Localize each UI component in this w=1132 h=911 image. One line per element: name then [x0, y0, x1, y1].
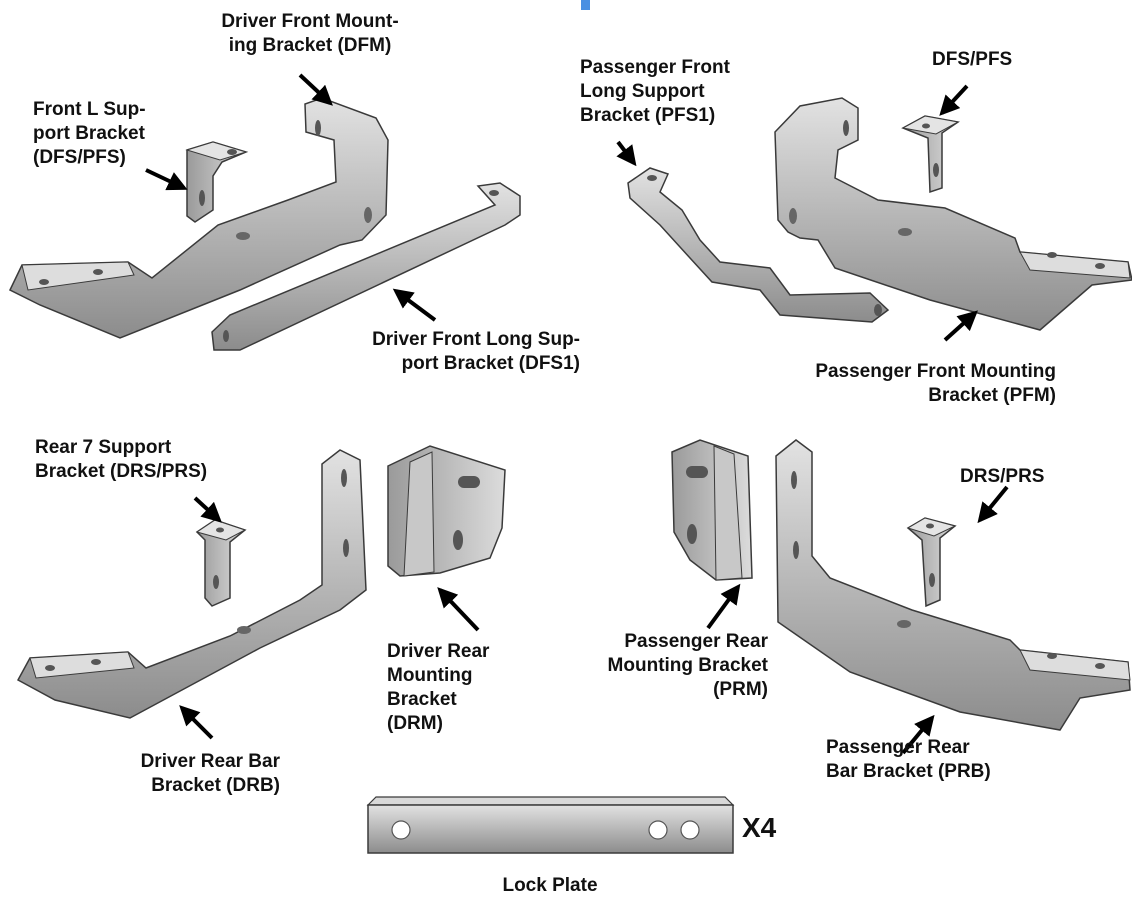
- label-rear-7-support-bracket: Rear 7 Support Bracket (DRS/PRS): [35, 437, 208, 482]
- arrow-drs-prs: [977, 485, 1009, 524]
- label-driver-front-long-support-bracket: Driver Front Long Sup- port Bracket (DFS…: [372, 329, 580, 374]
- label-passenger-rear-bar-bracket: Passenger Rear Bar Bracket (PRB): [826, 737, 991, 782]
- passenger-rear-7-support-drawing: [906, 517, 957, 608]
- passenger-front-mounting-bracket-drawing: [774, 97, 1132, 331]
- driver-front-long-support-drawing: [211, 182, 521, 351]
- lock-plate-drawing: [366, 796, 735, 854]
- arrow-prm: [706, 583, 741, 630]
- arrow-drm: [437, 587, 480, 632]
- label-driver-rear-mounting-bracket: Driver Rear Mounting Bracket (DRM): [387, 641, 490, 734]
- arrow-dfs1: [392, 288, 437, 322]
- label-lock-plate: Lock Plate: [502, 875, 598, 896]
- arrow-drb: [179, 705, 214, 740]
- front-l-support-bracket-drawing: [185, 141, 249, 223]
- driver-rear-7-support-drawing: [195, 519, 247, 607]
- label-drs-prs: DRS/PRS: [960, 466, 1045, 487]
- label-driver-front-mounting-bracket: Driver Front Mount- ing Bracket (DFM): [221, 11, 399, 56]
- passenger-rear-bar-bracket-drawing: [775, 439, 1131, 731]
- arrow-pfm: [943, 310, 978, 342]
- driver-rear-mounting-bracket-drawing: [387, 445, 506, 577]
- label-front-l-support-bracket: Front L Sup- port Bracket (DFS/PFS): [33, 99, 146, 168]
- leader-arrows: [145, 73, 1009, 755]
- label-driver-rear-bar-bracket: Driver Rear Bar Bracket (DRB): [140, 751, 280, 796]
- arrow-prb: [901, 714, 935, 755]
- passenger-rear-mounting-bracket-drawing: [671, 439, 753, 581]
- passenger-front-long-support-drawing: [627, 167, 890, 323]
- label-lock-plate-quantity: X4: [742, 812, 777, 843]
- passenger-l-support-bracket-drawing: [901, 115, 960, 194]
- label-passenger-front-long-support-bracket: Passenger Front Long Support Bracket (PF…: [580, 57, 730, 126]
- label-dfs-pfs: DFS/PFS: [932, 49, 1013, 70]
- arrow-rear-7-support: [193, 496, 222, 523]
- arrow-dfm: [298, 73, 333, 106]
- arrow-front-l-support: [145, 168, 188, 191]
- driver-rear-bar-bracket-drawing: [16, 449, 367, 719]
- top-accent-mark: [581, 0, 590, 10]
- label-passenger-rear-mounting-bracket: Passenger Rear Mounting Bracket (PRM): [607, 631, 768, 700]
- label-passenger-front-mounting-bracket: Passenger Front Mounting Bracket (PFM): [815, 361, 1056, 406]
- arrow-dfs-pfs: [939, 84, 969, 116]
- arrow-pfs1: [616, 140, 637, 167]
